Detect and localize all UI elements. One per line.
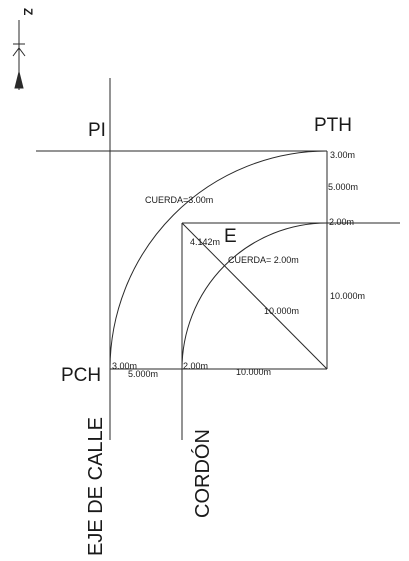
dim-right-2: 2.00m xyxy=(329,217,354,227)
dim-diag-4142: 4.142m xyxy=(190,237,220,247)
pi-label: PI xyxy=(88,120,106,141)
dim-cuerda-3: CUERDA=3.00m xyxy=(145,195,213,205)
dim-bottom-3: 3.00m xyxy=(112,361,137,371)
north-arrow-icon xyxy=(12,20,26,90)
pch-label: PCH xyxy=(61,365,101,386)
dim-right-10: 10.000m xyxy=(330,291,365,301)
dim-bottom-10: 10.000m xyxy=(236,367,271,377)
e-label: E xyxy=(224,226,237,247)
dim-top-3: 3.00m xyxy=(330,150,355,160)
curve-3m-arc xyxy=(109,150,328,370)
diagonal-line xyxy=(181,222,328,370)
dim-bottom-5: 5.000m xyxy=(128,369,158,379)
curve-2m-arc xyxy=(181,222,328,370)
eje-de-calle-label: EJE DE CALLE xyxy=(85,417,107,556)
dim-cuerda-2: CUERDA= 2.00m xyxy=(228,255,299,265)
north-label: Z xyxy=(21,8,35,15)
dim-diag-10: 10.000m xyxy=(264,306,299,316)
dim-right-5: 5.000m xyxy=(328,182,358,192)
dim-bottom-2: 2.00m xyxy=(183,361,208,371)
cordon-label: CORDÓN xyxy=(191,429,214,518)
pth-label: PTH xyxy=(314,115,352,136)
